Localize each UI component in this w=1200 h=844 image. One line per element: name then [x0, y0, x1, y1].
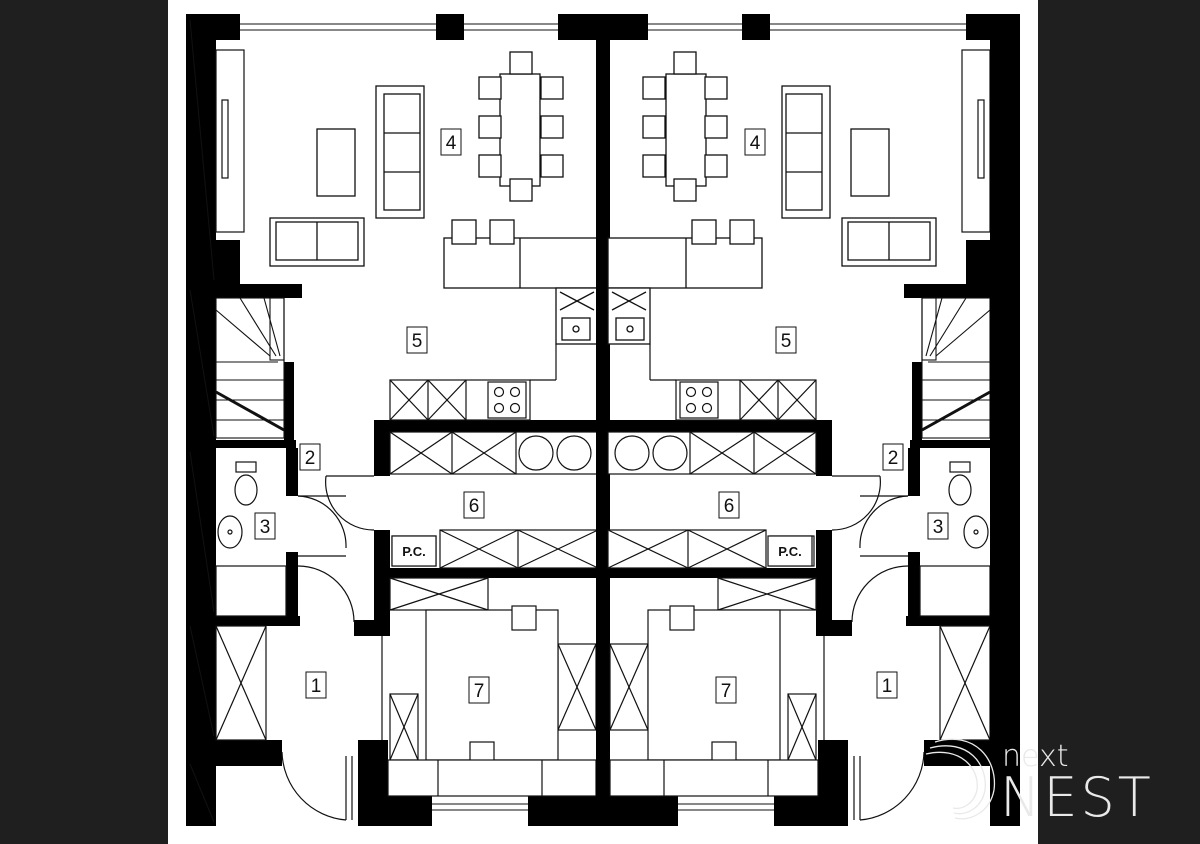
room-label-kitchen-left: 5 — [406, 326, 428, 354]
svg-text:6: 6 — [724, 496, 735, 517]
svg-text:4: 4 — [750, 133, 761, 154]
room-label-hall-right: 2 — [882, 443, 904, 471]
walls-right-extra — [990, 14, 1020, 826]
svg-text:5: 5 — [781, 331, 792, 352]
door-storage — [297, 475, 375, 557]
logo-swirl-icon — [925, 738, 996, 820]
svg-text:7: 7 — [474, 681, 485, 702]
svg-text:3: 3 — [260, 517, 271, 538]
svg-text:P.C.: P.C. — [778, 544, 802, 559]
room-label-hall-left: 2 — [299, 443, 321, 471]
room-label-kitchen-right: 5 — [775, 326, 797, 354]
window-top-left — [240, 23, 558, 31]
room-label-storage-right: 6 — [718, 491, 740, 519]
kitchen-island — [443, 219, 599, 345]
room-label-living-right: 4 — [744, 128, 766, 156]
svg-text:P.C.: P.C. — [402, 544, 426, 559]
room-label-wc-left: 3 — [254, 512, 276, 540]
room7-furniture — [381, 577, 597, 797]
wall-hatching — [189, 19, 215, 823]
window-bottom-left — [432, 803, 528, 811]
boiler-label-right: P.C. — [767, 535, 813, 567]
tv-cabinet — [215, 49, 245, 233]
svg-text:2: 2 — [305, 448, 316, 469]
room-label-room-right: 7 — [715, 676, 737, 704]
svg-text:4: 4 — [446, 133, 457, 154]
dining-set — [478, 51, 564, 202]
room-label-wc-right: 3 — [927, 512, 949, 540]
unit-right — [596, 14, 1020, 826]
kitchen-counter — [389, 344, 557, 421]
storage-cabinets — [389, 431, 599, 569]
room-label-living-left: 4 — [440, 128, 462, 156]
svg-text:6: 6 — [469, 496, 480, 517]
svg-text:1: 1 — [882, 676, 893, 697]
svg-text:3: 3 — [933, 517, 944, 538]
unit-left — [186, 14, 610, 826]
door-entry — [281, 565, 355, 821]
staircase — [215, 297, 285, 439]
svg-text:1: 1 — [311, 676, 322, 697]
svg-text:NEST: NEST — [1000, 766, 1154, 829]
room-label-entry-right: 1 — [876, 671, 898, 699]
wc-fixtures — [215, 461, 287, 617]
boiler-labels: P.C. P.C. — [391, 535, 813, 567]
svg-text:next: next — [1002, 739, 1068, 774]
entry-closet — [215, 625, 267, 741]
boiler-label-left: P.C. — [391, 535, 437, 567]
walls — [186, 14, 610, 826]
room-labels: 4 5 2 3 6 1 7 — [254, 128, 949, 704]
next-nest-logo: next NEST — [925, 738, 1154, 829]
living-furniture — [269, 85, 425, 267]
svg-text:2: 2 — [888, 448, 899, 469]
room-label-room-left: 7 — [468, 676, 490, 704]
room-label-entry-left: 1 — [305, 671, 327, 699]
svg-text:5: 5 — [412, 331, 423, 352]
svg-text:7: 7 — [721, 681, 732, 702]
room-label-storage-left: 6 — [463, 491, 485, 519]
